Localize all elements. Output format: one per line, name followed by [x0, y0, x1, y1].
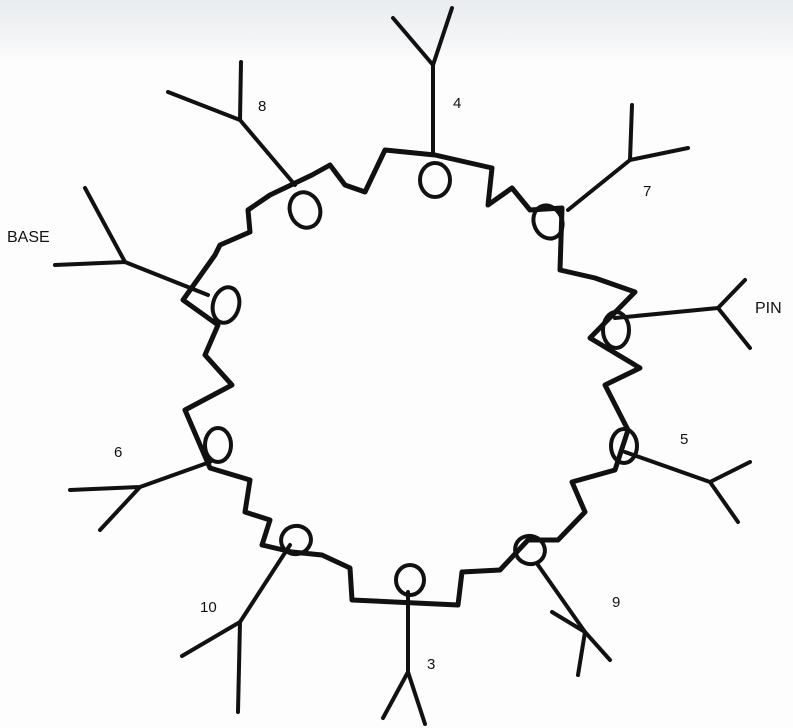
arm-4 — [393, 8, 452, 155]
arm-6 — [70, 462, 210, 530]
ring-node-bottom-right — [511, 532, 549, 569]
arm-5 — [625, 452, 750, 522]
arm-9 — [538, 565, 610, 675]
arm-8 — [168, 62, 295, 185]
label-top: 4 — [453, 96, 461, 111]
arm-3 — [383, 592, 425, 724]
label-lower-left: 6 — [114, 445, 122, 460]
label-lower-right: 5 — [680, 432, 688, 447]
label-upper-right: 7 — [643, 184, 651, 199]
label-upper-left: 8 — [258, 99, 266, 114]
arm-base — [55, 188, 208, 295]
arm-7 — [568, 105, 688, 210]
ring-node-upper-left — [285, 188, 326, 232]
label-bottom-left: 10 — [200, 600, 217, 615]
label-base: BASE — [7, 230, 50, 246]
ring-node-top — [420, 163, 450, 197]
label-bottom: 3 — [427, 657, 435, 672]
ring-node-lower-left — [205, 428, 231, 462]
ring-node-bottom — [396, 565, 424, 595]
label-pin: PIN — [755, 301, 782, 317]
label-bottom-right: 9 — [612, 595, 620, 610]
ring-outline — [183, 150, 640, 605]
arm-10 — [182, 545, 290, 712]
